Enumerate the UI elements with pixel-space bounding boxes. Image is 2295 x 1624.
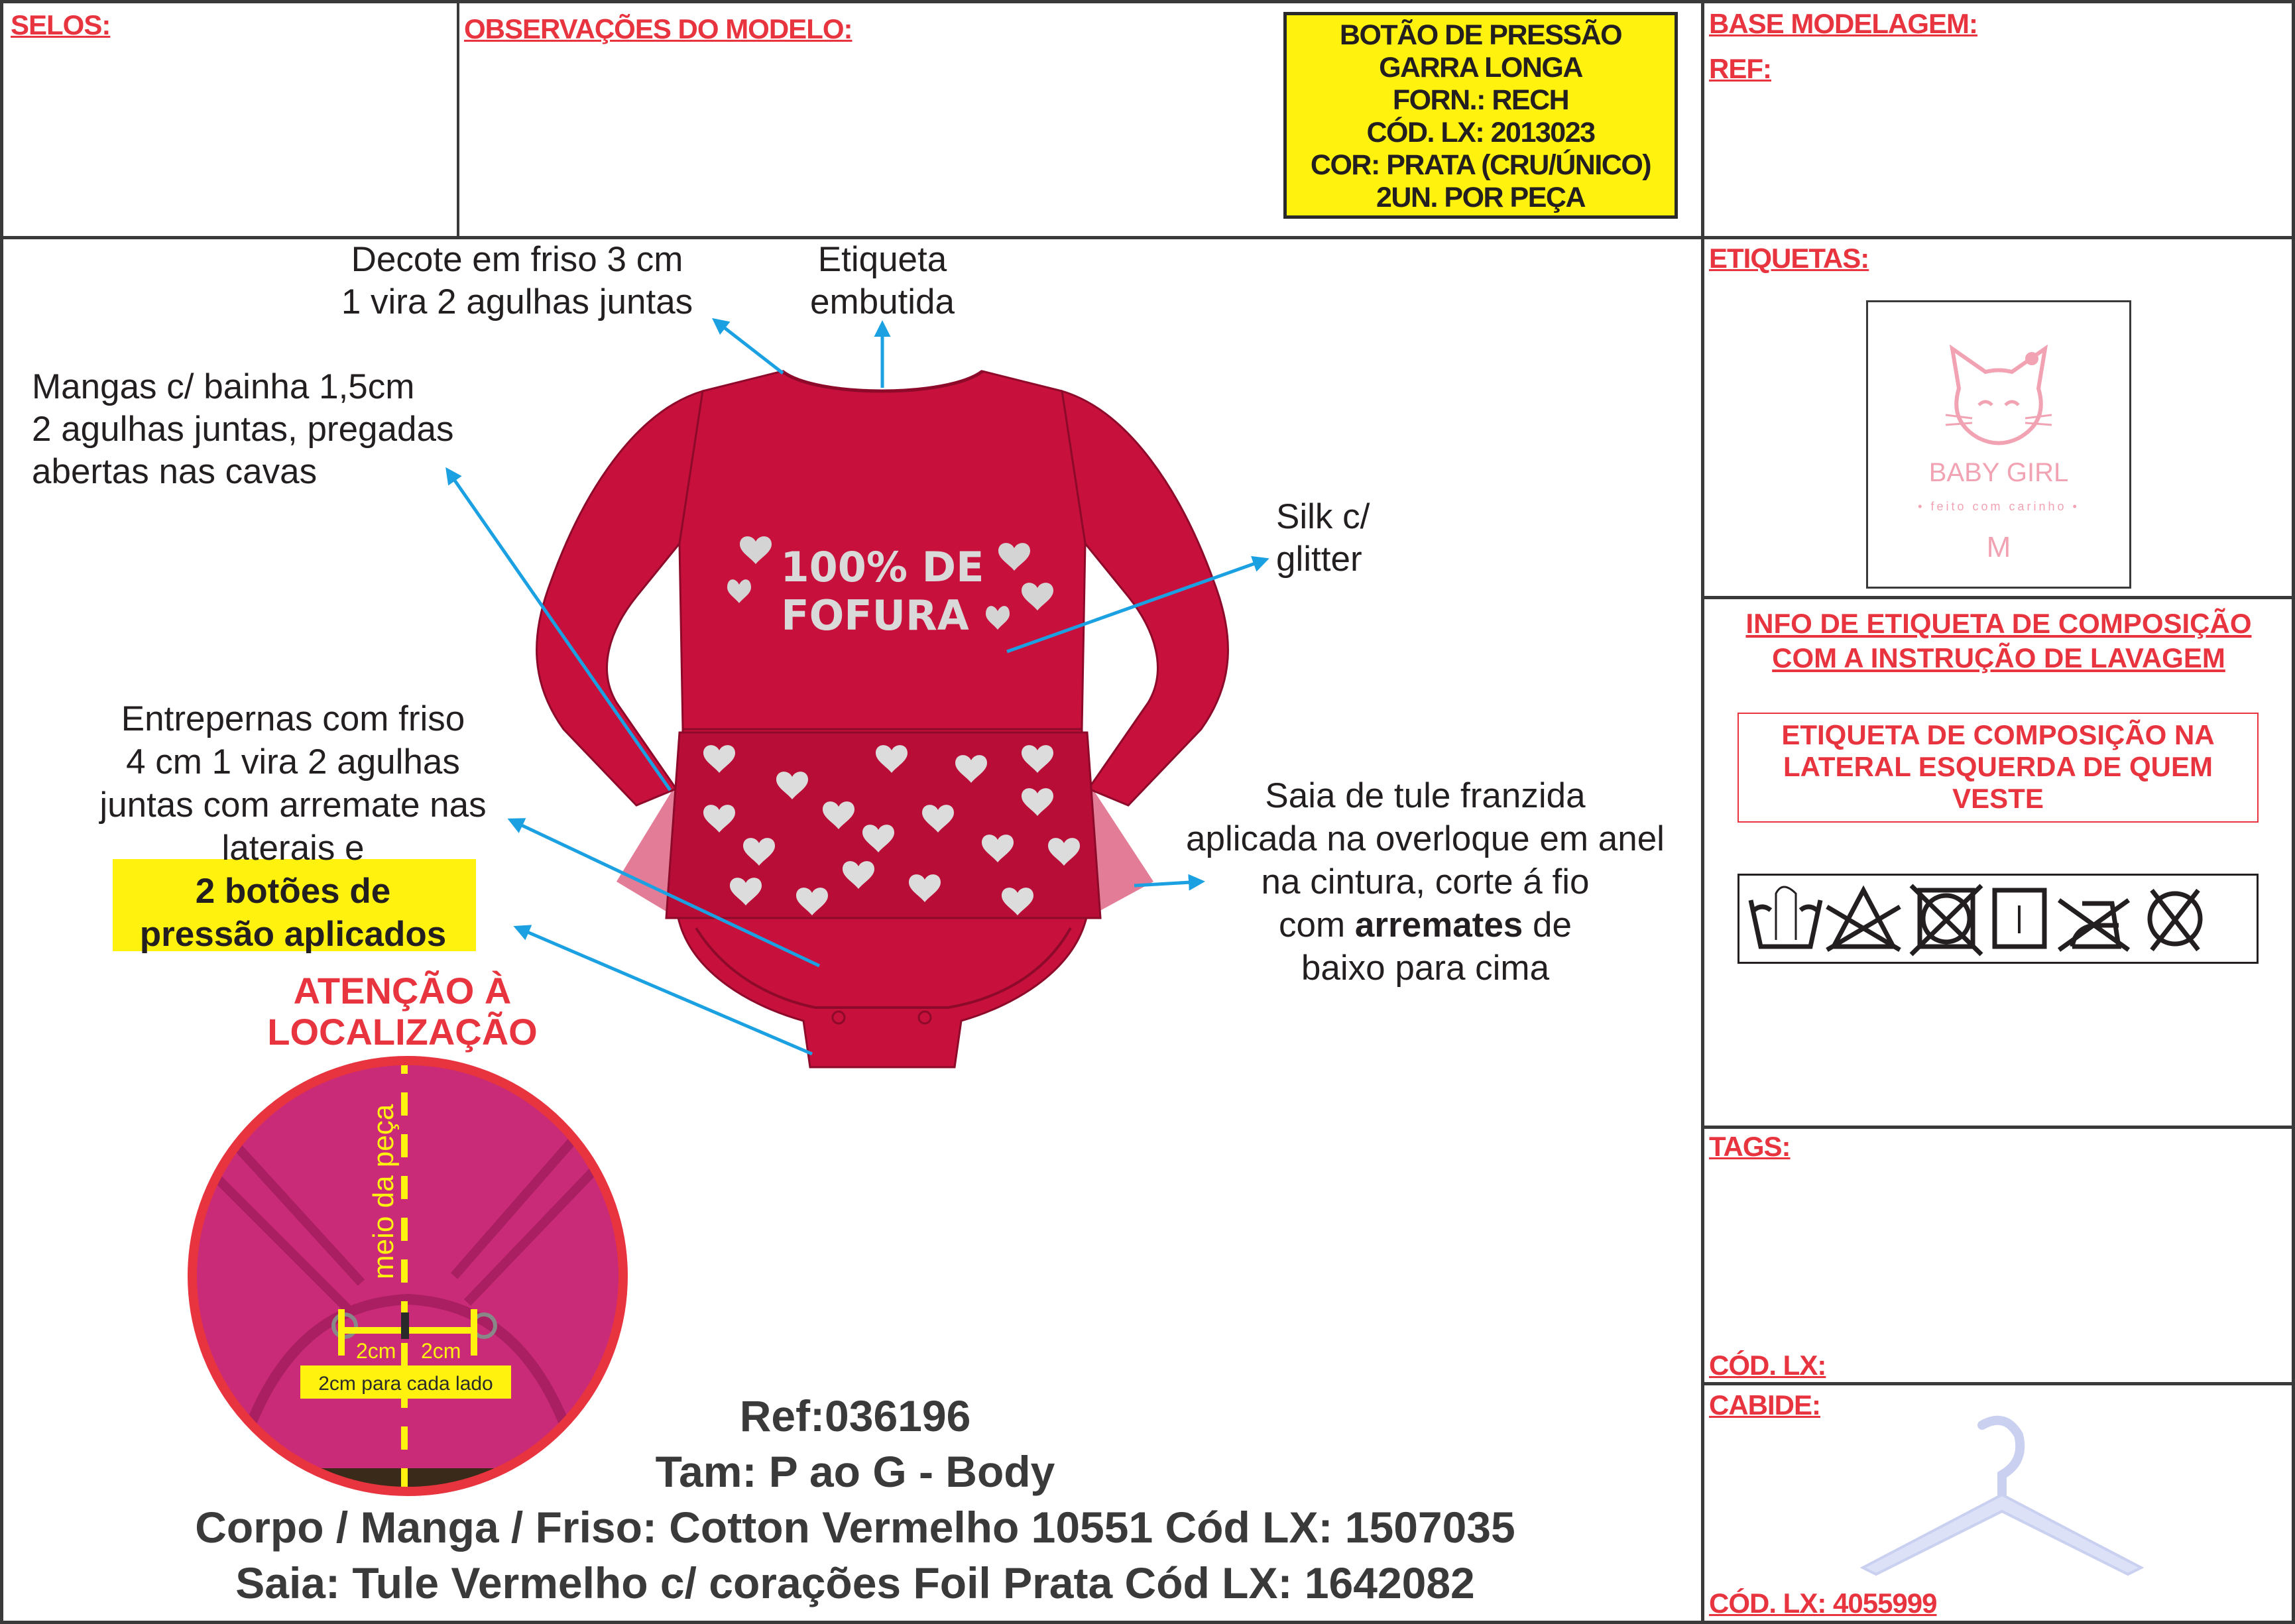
- info-heading: INFO DE ETIQUETA DE COMPOSIÇÃO COM A INS…: [1702, 607, 2295, 675]
- divider: [0, 236, 2295, 239]
- measure-caption: 2cm para cada lado: [318, 1373, 493, 1395]
- heading-line: INFO DE ETIQUETA DE COMPOSIÇÃO: [1745, 608, 2252, 639]
- note-line-bold: pressão aplicados: [139, 915, 447, 954]
- snap-detail-photo: meio da peça 2cm 2cm 2cm para cada lado: [188, 1056, 628, 1496]
- callout-arrows: [445, 318, 1269, 1056]
- text: com: [1279, 905, 1355, 945]
- cabide-cod: CÓD. LX: 4055999: [1709, 1588, 1938, 1619]
- ref-label: REF:: [1709, 53, 1772, 84]
- divider: [1702, 1126, 2295, 1129]
- spec-saia: Saia: Tule Vermelho c/ corações Foil Pra…: [235, 1558, 1475, 1607]
- right-measure: 2cm: [421, 1339, 461, 1363]
- silk-print-line1: 100% DE: [781, 543, 984, 591]
- note-line: embutida: [809, 282, 955, 321]
- observacoes-label: OBSERVAÇÕES DO MODELO:: [464, 13, 853, 44]
- left-sleeve: [536, 389, 704, 807]
- spec-ref: Ref:036196: [739, 1391, 971, 1440]
- note-line: 4 cm 1 vira 2 agulhas: [126, 742, 460, 782]
- selos-label: SELOS:: [11, 9, 111, 40]
- tags-cod-label: CÓD. LX:: [1709, 1350, 1826, 1381]
- base-modelagem-label: BASE MODELAGEM:: [1709, 8, 1978, 39]
- note-line: baixo para cima: [1301, 949, 1550, 988]
- hanger-icon: [1859, 1415, 2145, 1576]
- cabide-label: CABIDE:: [1709, 1389, 1821, 1421]
- divider: [1702, 1382, 2295, 1385]
- no-tumble-dry-icon: [1909, 884, 1983, 957]
- note-line-bold: 2 botões de: [195, 872, 391, 911]
- etiquetas-label: ETIQUETAS:: [1709, 243, 1869, 274]
- snap-button: [831, 1010, 846, 1025]
- warning-line: ATENÇÃO À: [293, 970, 512, 1012]
- spec-line: GARRA LONGA: [1379, 52, 1583, 84]
- note-line: com arremates de: [1151, 903, 1699, 947]
- snap-button-spec-box: BOTÃO DE PRESSÃO GARRA LONGA FORN.: RECH…: [1283, 12, 1678, 219]
- left-measure: 2cm: [356, 1339, 396, 1363]
- divider: [1702, 596, 2295, 599]
- highlight-box: [113, 859, 476, 951]
- note-line: Entrepernas com friso: [121, 699, 465, 738]
- tags-label: TAGS:: [1709, 1131, 1791, 1162]
- note-line: Mangas c/ bainha 1,5cm: [32, 367, 415, 406]
- label-size: M: [1986, 531, 2011, 563]
- note-line: Silk c/: [1276, 497, 1370, 536]
- right-sleeve: [1061, 389, 1229, 807]
- spec-tam: Tam: P ao G - Body: [655, 1447, 1055, 1496]
- atencao-warning: ATENÇÃO À LOCALIZAÇÃO: [204, 970, 601, 1053]
- note-line: LATERAL ESQUERDA DE QUEM: [1783, 751, 2213, 782]
- note-line: Saia de tule franzida: [1265, 776, 1586, 815]
- cat-logo-icon: [1945, 344, 2052, 445]
- composicao-note-box: ETIQUETA DE COMPOSIÇÃO NA LATERAL ESQUER…: [1737, 713, 2259, 823]
- saia-note: Saia de tule franzida aplicada na overlo…: [1151, 774, 1699, 990]
- note-line: VESTE: [1952, 783, 2044, 814]
- etiqueta-note: Etiqueta embutida: [750, 239, 1015, 323]
- note-line: na cintura, corte á fio: [1261, 862, 1590, 901]
- glitter-hearts: [727, 536, 1053, 630]
- no-iron-icon: [2057, 898, 2131, 952]
- note-line: 1 vira 2 agulhas juntas: [341, 282, 693, 321]
- hand-wash-icon: [1748, 886, 1823, 949]
- spec-line: BOTÃO DE PRESSÃO: [1339, 19, 1623, 51]
- silk-print-line2: FOFURA: [781, 591, 969, 640]
- divider: [457, 0, 459, 237]
- label-brand: BABY GIRL: [1928, 458, 2069, 487]
- no-bleach-icon: [1826, 885, 1901, 953]
- decote-note: Decote em friso 3 cm 1 vira 2 agulhas ju…: [292, 239, 742, 323]
- spec-line: COR: PRATA (CRU/ÚNICO): [1310, 149, 1652, 181]
- note-line: 2 agulhas juntas, pregadas: [32, 410, 454, 449]
- mangas-note: Mangas c/ bainha 1,5cm 2 agulhas juntas,…: [32, 366, 453, 493]
- note-line: aplicada na overloque em anel: [1186, 819, 1665, 858]
- neckline: [781, 370, 984, 393]
- care-symbols-box: [1737, 874, 2259, 964]
- heading-line: COM A INSTRUÇÃO DE LAVAGEM: [1772, 642, 2225, 673]
- spec-line: 2UN. POR PEÇA: [1376, 182, 1586, 213]
- note-line: glitter: [1276, 540, 1362, 579]
- warning-line: LOCALIZAÇÃO: [267, 1011, 538, 1053]
- brand-label-preview: BABY GIRL • feito com carinho • M: [1866, 300, 2131, 589]
- crotch-binding: [695, 927, 1072, 1009]
- text-bold: arremates: [1354, 905, 1523, 945]
- note-line: laterais e: [221, 829, 365, 868]
- no-dry-clean-icon: [2147, 888, 2203, 952]
- note-line: abertas nas cavas: [32, 452, 318, 491]
- spec-corpo: Corpo / Manga / Friso: Cotton Vermelho 1…: [195, 1503, 1515, 1552]
- skirt: [665, 731, 1102, 919]
- center-label: meio da peça: [367, 1104, 400, 1279]
- divider: [1701, 0, 1704, 1624]
- spec-line: CÓD. LX: 2013023: [1366, 117, 1596, 148]
- snap-button: [917, 1010, 932, 1025]
- line-dry-icon: [1992, 888, 2047, 949]
- label-tagline: • feito com carinho •: [1918, 500, 2080, 513]
- heart-pattern: [703, 745, 1080, 915]
- spec-line: FORN.: RECH: [1392, 84, 1570, 116]
- note-line: ETIQUETA DE COMPOSIÇÃO NA: [1781, 719, 2215, 750]
- text: de: [1523, 905, 1572, 945]
- note-line: Decote em friso 3 cm: [351, 240, 683, 279]
- note-line: juntas com arremate nas: [99, 785, 487, 825]
- note-line: Etiqueta: [817, 240, 947, 279]
- silk-note: Silk c/ glitter: [1276, 496, 1370, 581]
- entrepernas-note: Entrepernas com friso 4 cm 1 vira 2 agul…: [28, 697, 558, 956]
